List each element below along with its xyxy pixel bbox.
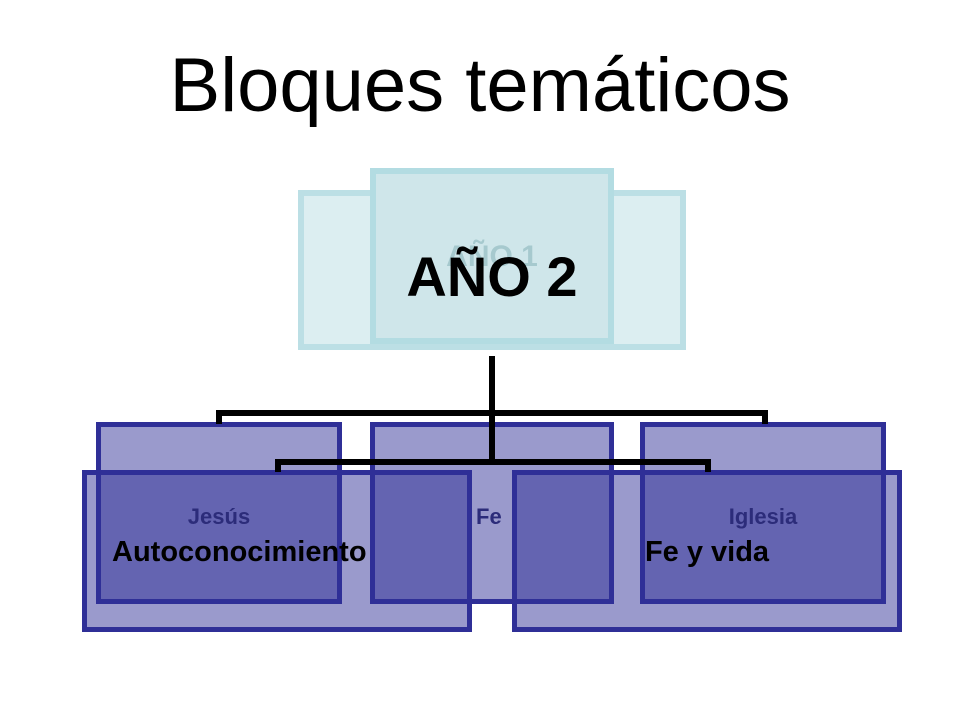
slide-title: Bloques temáticos: [169, 43, 791, 128]
label-iglesia: Iglesia: [728, 504, 798, 529]
year-box-front: [370, 168, 614, 344]
year-1-label: AÑO 1: [446, 240, 538, 273]
overlap-jesus-autoconocimiento: [96, 470, 342, 604]
overlap-iglesia-fe-y-vida: [640, 470, 886, 604]
label-fe: Fe: [476, 504, 502, 529]
label-fe-y-vida: Fe y vida: [644, 536, 770, 568]
overlap-fe-autoconocimiento: [370, 470, 472, 604]
year-2-label: AÑO 2: [406, 245, 578, 308]
label-jesus: Jesús: [187, 504, 251, 529]
label-autoconocimiento: Autoconocimiento: [112, 536, 367, 568]
overlap-fe-fe-y-vida: [512, 470, 614, 604]
